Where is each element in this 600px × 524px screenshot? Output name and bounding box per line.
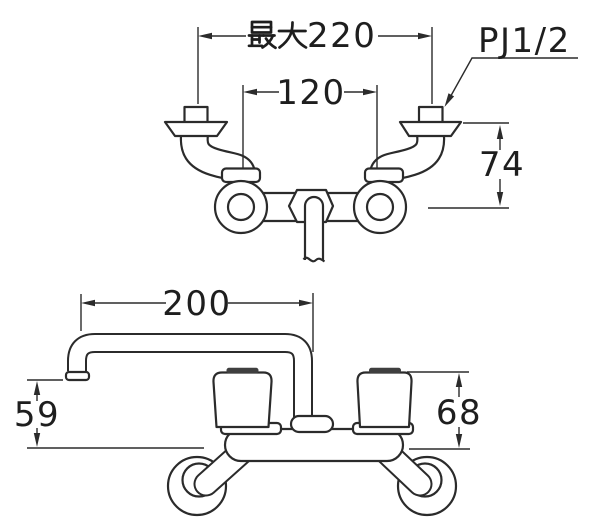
dim-spout-height-value: 59: [14, 395, 60, 435]
dim-arrow-down: [33, 433, 41, 447]
side-view: 200 59 68: [14, 284, 482, 517]
dim-arrow-right: [418, 32, 432, 40]
dim-spout-reach-value: 200: [162, 284, 231, 324]
right-valve-bore: [365, 192, 395, 222]
left-wall-nipple: [183, 105, 209, 124]
right-pipe-collar: [363, 167, 405, 184]
dim-arrow-up: [33, 381, 41, 395]
dim-max-width-value: 220: [307, 16, 376, 56]
left-valve-bore: [226, 192, 256, 222]
kanji-saidai-max-label: [247, 20, 308, 50]
thread-spec-label: PJ1/2: [478, 21, 571, 61]
dim-arrow-down: [455, 434, 463, 448]
dim-arrow-left: [198, 32, 212, 40]
spout-base-mound: [289, 414, 335, 434]
dim-arrow-up: [496, 125, 504, 139]
right-handle: [356, 371, 413, 429]
leader-arrow: [444, 93, 455, 107]
dimension-wall-depth: 74: [428, 122, 525, 209]
dimension-handle-height: 68: [407, 371, 482, 450]
left-handle-cap: [226, 367, 259, 374]
left-handle: [212, 371, 273, 429]
left-eccentric-pipe: [179, 128, 256, 182]
dim-arrow-up: [455, 373, 463, 387]
spout-stub-truncated: [302, 195, 326, 263]
right-wall-flange: [398, 120, 463, 138]
dimension-spout-reach: 200: [80, 284, 314, 352]
dim-arrow-left: [81, 299, 95, 307]
dim-center-distance-value: 120: [276, 73, 345, 113]
dim-arrow-right: [299, 299, 313, 307]
dim-arrow-right: [363, 88, 377, 96]
right-handle-cap: [369, 367, 401, 374]
dimension-spout-height: 59: [14, 379, 204, 449]
dim-arrow-down: [496, 192, 504, 206]
right-eccentric-pipe: [369, 128, 446, 182]
spout-outlet-tip: [64, 370, 91, 382]
dim-handle-height-value: 68: [436, 393, 482, 433]
top-view: 220 120 74 PJ1/2: [163, 16, 578, 263]
dim-wall-depth-value: 74: [479, 145, 525, 185]
leader-line: [447, 57, 578, 102]
spout-tube: [64, 333, 313, 424]
dim-arrow-left: [243, 88, 257, 96]
callout-thread-spec: PJ1/2: [444, 21, 578, 107]
dimension-center-distance: 120: [242, 73, 378, 168]
dimension-max-width: 220: [197, 16, 433, 104]
left-wall-flange: [163, 120, 229, 138]
right-wall-nipple: [417, 105, 444, 124]
break-line: [302, 256, 326, 263]
